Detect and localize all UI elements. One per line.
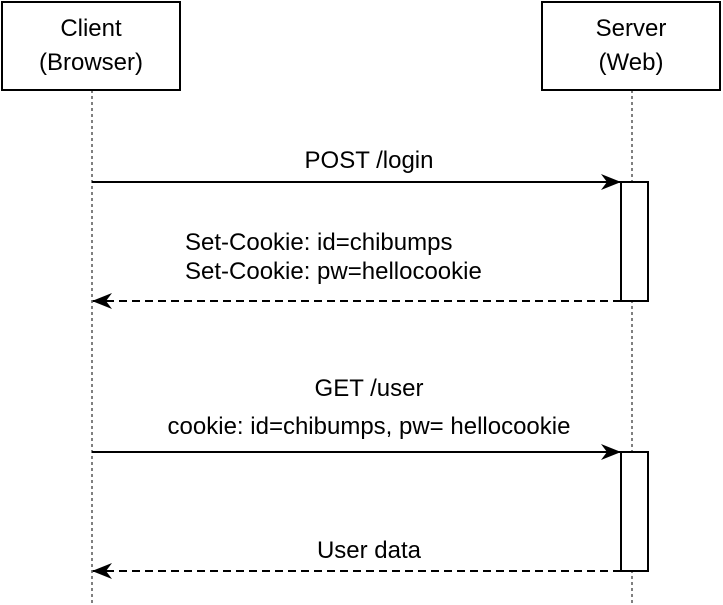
server-activation-1 <box>620 181 649 302</box>
message-user-data: User data <box>92 537 621 579</box>
participant-client-subtitle: (Browser) <box>39 49 143 76</box>
message-post-login-label: POST /login <box>305 147 434 174</box>
server-activation-2 <box>620 451 649 572</box>
participant-server: Server (Web) <box>541 1 721 91</box>
participant-client-name: Client <box>60 15 122 42</box>
message-post-login: POST /login <box>92 147 621 190</box>
message-set-cookie: Set-Cookie: id=chibumps Set-Cookie: pw=h… <box>92 229 621 309</box>
participant-client-box <box>1 1 181 91</box>
message-user-data-label: User data <box>317 537 422 564</box>
message-set-cookie-label-line1: Set-Cookie: id=chibumps <box>185 229 452 256</box>
message-set-cookie-label-line2: Set-Cookie: pw=hellocookie <box>185 258 482 285</box>
participant-server-subtitle: (Web) <box>599 49 664 76</box>
message-get-user: GET /user cookie: id=chibumps, pw= hello… <box>92 375 621 460</box>
participant-server-box <box>541 1 721 91</box>
participant-server-name: Server <box>596 15 667 42</box>
participant-client: Client (Browser) <box>1 1 181 91</box>
message-get-user-label-line2: cookie: id=chibumps, pw= hellocookie <box>168 413 571 440</box>
message-get-user-label-line1: GET /user <box>315 375 424 402</box>
